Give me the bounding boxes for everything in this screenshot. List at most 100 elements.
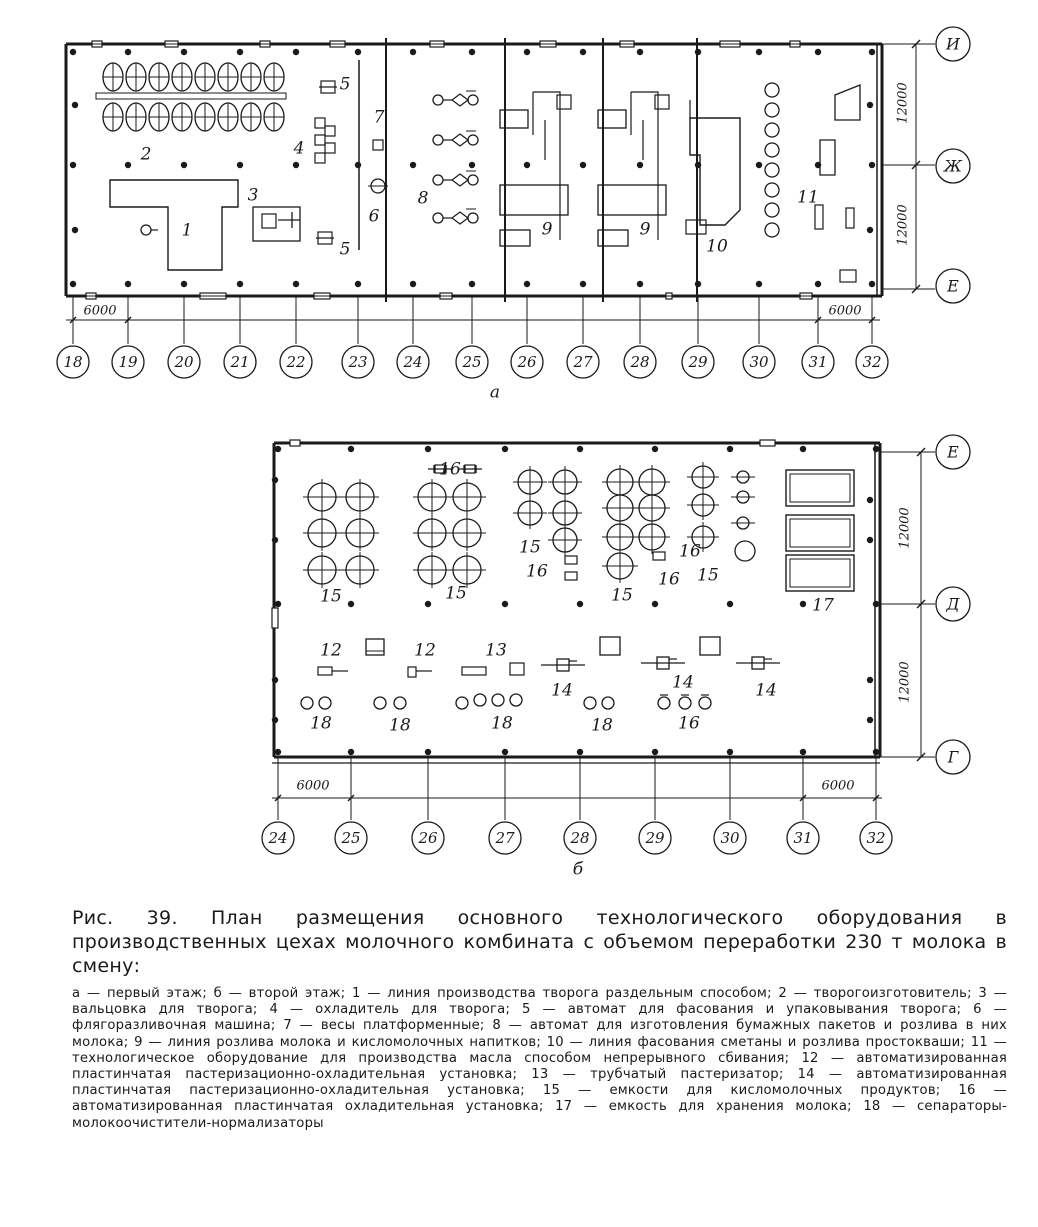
column-dot — [755, 48, 763, 56]
caption-title: Рис. 39. План размещения основного техно… — [72, 907, 1007, 977]
column-dot — [271, 716, 279, 724]
column-dot — [274, 748, 282, 756]
column-dot — [636, 161, 644, 169]
equipment-number: 9 — [542, 220, 553, 240]
cooler-unit — [324, 142, 336, 154]
figure-caption: Рис. 39. План размещения основного техно… — [72, 906, 1007, 1132]
butter-equipment-unit — [839, 269, 857, 283]
axis-bubble — [935, 268, 971, 304]
axis-letter: Г — [947, 748, 960, 767]
column-dot — [292, 280, 300, 288]
column-number: 28 — [569, 829, 589, 847]
plate-unit — [556, 658, 570, 672]
plate-unit — [656, 656, 670, 670]
equipment-number: 18 — [389, 716, 411, 736]
separator-icon — [373, 696, 387, 710]
axis-bubble — [935, 434, 971, 470]
storage-tank-inner — [789, 473, 851, 503]
column-bubble — [859, 821, 893, 855]
control-cabinet — [599, 636, 621, 656]
bottling-line-part — [654, 94, 670, 110]
dimension-label: 12000 — [898, 507, 913, 548]
dimension-label: 12000 — [896, 204, 911, 245]
column-dot — [576, 748, 584, 756]
equipment-number: 3 — [248, 186, 259, 206]
column-number: 29 — [687, 353, 708, 371]
column-dot — [69, 48, 77, 56]
butter-equipment-unit — [764, 162, 780, 178]
dim-tick — [911, 160, 921, 170]
column-bubble — [786, 821, 820, 855]
axis-letter: Е — [946, 277, 959, 296]
column-bubble — [111, 345, 145, 379]
separator-icon — [657, 696, 671, 710]
pasteurizer-cabinet — [365, 638, 385, 656]
column-dot — [866, 226, 874, 234]
column-number: 18 — [63, 353, 82, 371]
separator-icon — [509, 693, 523, 707]
equipment-number: 15 — [445, 584, 467, 604]
bottling-line-part — [597, 229, 629, 247]
equipment-number: 14 — [755, 681, 777, 701]
small-tank — [734, 540, 756, 562]
column-dot — [523, 161, 531, 169]
packet-machine-part — [432, 212, 444, 224]
column-bubble — [801, 345, 835, 379]
column-dot — [651, 600, 659, 608]
separator-icon — [455, 696, 469, 710]
column-dot — [69, 280, 77, 288]
bottling-line-part — [499, 109, 529, 129]
roller-mill — [252, 206, 301, 242]
packet-machine-part — [451, 133, 469, 147]
column-dot — [523, 48, 531, 56]
equipment-number: 18 — [491, 714, 513, 734]
door-gap — [271, 607, 279, 629]
column-number: 20 — [173, 353, 194, 371]
column-number: 30 — [749, 353, 769, 371]
column-dot — [409, 280, 417, 288]
column-dot — [726, 748, 734, 756]
bottling-line-pipes — [630, 91, 659, 240]
equipment-number: 6 — [369, 207, 380, 227]
packet-machine-part — [467, 94, 479, 106]
equipment-number: 10 — [706, 237, 728, 257]
column-bubble — [713, 821, 747, 855]
window-gap — [289, 439, 301, 447]
column-dot — [523, 280, 531, 288]
cooler-unit — [564, 571, 578, 581]
column-dot — [180, 48, 188, 56]
cooler-unit — [324, 125, 336, 137]
column-number: 19 — [118, 353, 138, 371]
butter-equipment-unit — [819, 84, 861, 176]
roller-detail — [261, 213, 277, 229]
equipment-number: 16 — [678, 714, 700, 734]
column-bubble — [396, 345, 430, 379]
column-dot — [271, 536, 279, 544]
axis-letter: Е — [946, 443, 959, 462]
butter-equipment-unit — [764, 222, 780, 238]
equipment-number: 16 — [679, 542, 701, 562]
column-number: 27 — [572, 353, 593, 371]
equipment-detail — [140, 224, 152, 236]
butter-equipment-unit — [764, 202, 780, 218]
column-dot — [866, 676, 874, 684]
column-bubble — [341, 345, 375, 379]
drum-frame — [95, 92, 287, 100]
column-number: 28 — [629, 353, 649, 371]
column-dot — [866, 536, 874, 544]
column-dot — [799, 748, 807, 756]
column-bubble — [855, 345, 889, 379]
cooler-body — [434, 464, 446, 474]
column-bubble — [681, 345, 715, 379]
butter-equipment-unit — [764, 102, 780, 118]
equipment-number: 16 — [439, 460, 461, 480]
column-dot — [579, 48, 587, 56]
dim-tick — [911, 284, 921, 294]
equipment-number: 16 — [526, 562, 548, 582]
column-dot — [69, 161, 77, 169]
column-number: 30 — [720, 829, 740, 847]
column-dot — [579, 280, 587, 288]
cooler-unit — [314, 134, 326, 146]
axis-bubble — [935, 739, 971, 775]
